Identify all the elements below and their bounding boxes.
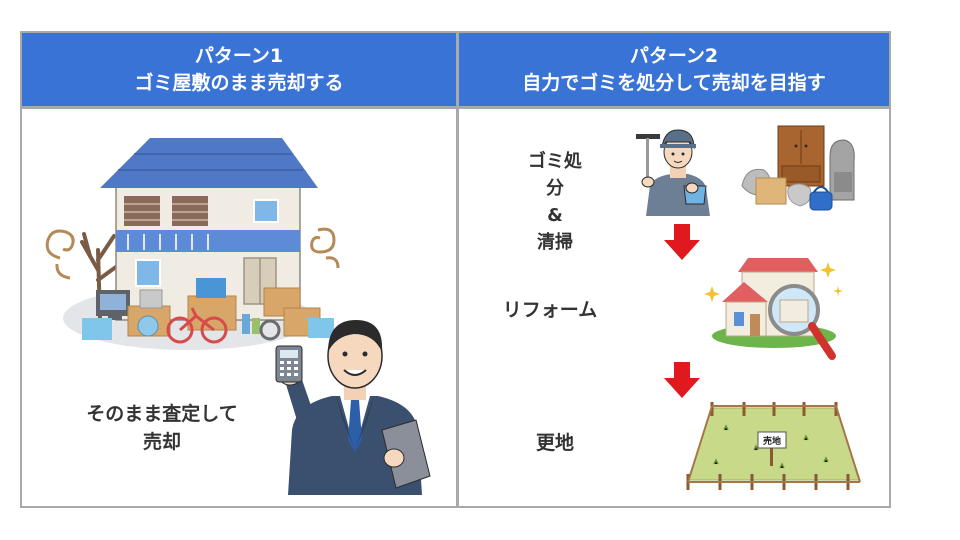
businessman-calculator-icon — [275, 320, 431, 495]
header-separator-right — [459, 106, 889, 109]
step-reform-label: リフォーム — [502, 299, 598, 321]
pattern2-subtitle: 自力でゴミを処分して売却を目指す — [522, 71, 826, 94]
pattern1-caption: そのまま査定して 売却 — [62, 400, 262, 456]
down-arrow-icon — [664, 362, 700, 398]
lot-sign-text: 売地 — [763, 435, 781, 447]
step-disposal-label: ゴミ処分 & 清掃 — [520, 148, 590, 256]
step-disposal-line3: 清掃 — [537, 232, 573, 253]
down-arrow-icon — [664, 224, 700, 260]
pattern1-caption-line1: そのまま査定して — [86, 403, 238, 425]
pattern1-caption-line2: 売却 — [142, 431, 181, 453]
pattern2-title: パターン2 — [629, 44, 719, 67]
cleaning-worker-icon — [636, 129, 710, 216]
step-disposal-line2: & — [547, 205, 563, 226]
garbage-house-icon — [45, 138, 340, 350]
junk-furniture-icon — [741, 125, 855, 211]
step-vacant-lot-label: 更地 — [535, 432, 574, 454]
header-separator-left — [22, 106, 456, 109]
pattern2-header: パターン2 自力でゴミを処分して売却を目指す — [459, 33, 889, 106]
pattern1-header: パターン1 ゴミ屋敷のまま売却する — [22, 33, 456, 106]
vacant-lot-icon: 売地 — [686, 402, 861, 490]
column-divider — [456, 31, 459, 508]
pattern1-subtitle: ゴミ屋敷のまま売却する — [134, 71, 344, 94]
step-disposal-line1: ゴミ処分 — [528, 151, 582, 199]
reform-house-icon — [704, 258, 843, 360]
pattern1-title: パターン1 — [194, 44, 284, 67]
